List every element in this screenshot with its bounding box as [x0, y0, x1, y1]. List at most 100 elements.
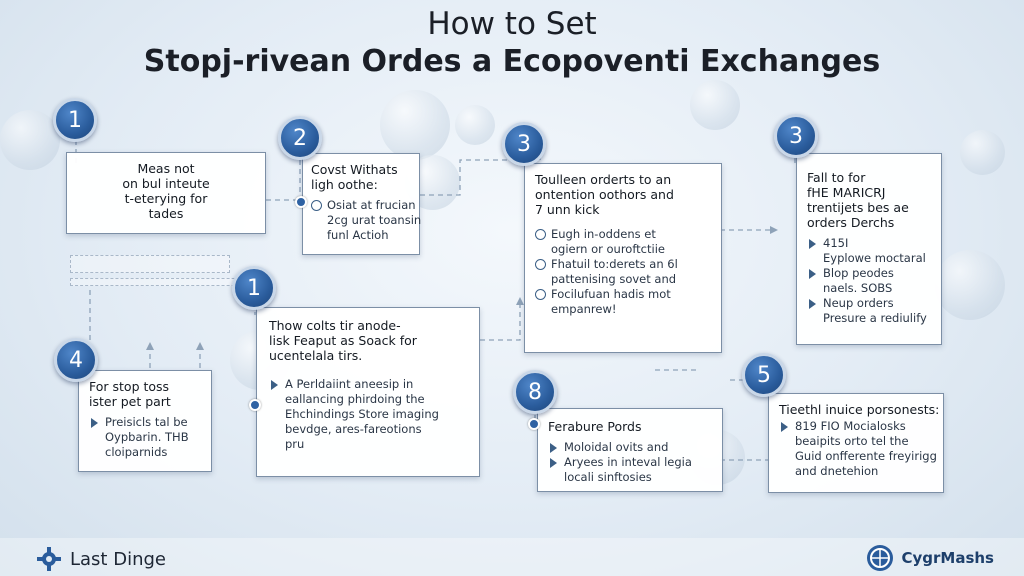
- gear-logo-icon: [37, 547, 61, 571]
- footer-bar: [0, 538, 1024, 576]
- heading-line: ligh oothe:: [311, 177, 378, 192]
- background-bubble: [455, 105, 495, 145]
- heading-line: Tieethl inuice porsonests:: [779, 402, 940, 417]
- bullet-item: Guid onfferente freyirigg: [795, 449, 937, 463]
- step-card-7: Ferabure Pords Moloidal ovits and Aryees…: [537, 408, 723, 492]
- bullet-item: Ehchindings Store imaging: [285, 407, 439, 421]
- step-badge: 4: [54, 338, 98, 382]
- bullet-item: pattenising sovet and: [551, 272, 677, 286]
- bullet-item: beaipits orto tel the: [795, 434, 909, 448]
- card-heading: Tieethl inuice porsonests:: [779, 402, 940, 417]
- bullet-item: locali sinftosies: [564, 470, 652, 484]
- heading-line: trentijets bes ae: [807, 200, 909, 215]
- right-logo-text: CygrMashs: [901, 549, 994, 567]
- bullet-item: naels. SOBS: [823, 281, 893, 295]
- step-card-1: Meas not on bul inteute t-eterying for t…: [66, 152, 266, 234]
- bullet-item: Eugh in-oddens et: [535, 227, 711, 242]
- heading-line: Toulleen orderts to an: [535, 172, 672, 187]
- title-line-1: How to Set: [427, 6, 597, 42]
- circle-bullet-icon: [535, 259, 546, 270]
- bullet-item: A Perldaiint aneesip in: [269, 377, 467, 392]
- background-bubble: [0, 110, 60, 170]
- step-badge: 1: [53, 98, 97, 142]
- bullet-item: bevdge, ares-fareotions: [285, 422, 422, 436]
- connector-dot: [528, 418, 540, 430]
- step-card-5: Thow colts tir anode- lisk Feaput as Soa…: [256, 307, 480, 477]
- bullet-item: cloiparnids: [105, 445, 168, 459]
- bullet-item: and dnetehion: [795, 464, 879, 478]
- triangle-bullet-icon: [809, 239, 816, 249]
- background-bubble: [380, 90, 450, 160]
- card-heading: Toulleen orderts to an ontention oothors…: [535, 172, 711, 217]
- heading-line: t-eterying for: [124, 191, 208, 206]
- bullet-item: 2cg urat toansin: [327, 213, 422, 227]
- circle-bullet-icon: [535, 229, 546, 240]
- bullet-item: empanrew!: [551, 302, 617, 316]
- bullet-item: funl Actioh: [327, 228, 389, 242]
- card-heading: Thow colts tir anode- lisk Feaput as Soa…: [269, 318, 467, 363]
- heading-line: For stop toss: [89, 379, 170, 394]
- heading-line: fHE MARICRJ: [807, 185, 886, 200]
- bullet-item: Preisicls tal be: [89, 415, 201, 430]
- triangle-bullet-icon: [550, 458, 557, 468]
- step-badge: 5: [742, 353, 786, 397]
- heading-line: ontention oothors and: [535, 187, 674, 202]
- card-heading: Meas not on bul inteute t-eterying for t…: [77, 161, 255, 221]
- step-card-4: Fall to for fHE MARICRJ trentijets bes a…: [796, 153, 942, 345]
- heading-line: on bul inteute: [122, 176, 210, 191]
- background-bubble: [960, 130, 1005, 175]
- bullet-item: Eyplowe moctaral: [823, 251, 926, 265]
- circle-bullet-icon: [311, 200, 322, 211]
- heading-line: orders Derchs: [807, 215, 895, 230]
- placeholder-bar: [70, 255, 230, 273]
- bullet-item: Fhatuil to:derets an 6l: [535, 257, 711, 272]
- bullet-item: pru: [285, 437, 305, 451]
- triangle-bullet-icon: [550, 443, 557, 453]
- heading-line: ucentelala tirs.: [269, 348, 363, 363]
- triangle-bullet-icon: [91, 418, 98, 428]
- title-line-2: Stopj-rivean Ordes a Ecopoventi Exchange…: [143, 44, 881, 79]
- bullet-item: 819 FIO Mocialosks: [779, 419, 933, 434]
- bullet-item: ogiern or ouroftctiie: [551, 242, 665, 256]
- step-badge: 1: [232, 266, 276, 310]
- bullet-item: eallancing phirdoing the: [285, 392, 425, 406]
- connector-dot: [249, 399, 261, 411]
- globe-logo-icon: [867, 545, 894, 571]
- card-heading: Fall to for fHE MARICRJ trentijets bes a…: [807, 170, 931, 230]
- step-card-6: For stop toss ister pet part Preisicls t…: [78, 370, 212, 472]
- step-card-3: Toulleen orderts to an ontention oothors…: [524, 163, 722, 353]
- heading-line: Thow colts tir anode-: [269, 318, 401, 333]
- step-badge: 2: [278, 116, 322, 160]
- triangle-bullet-icon: [271, 380, 278, 390]
- bullet-item: Osiat at frucian: [311, 198, 416, 213]
- heading-line: tades: [148, 206, 184, 221]
- step-badge: 8: [513, 370, 557, 414]
- step-card-8: Tieethl inuice porsonests: 819 FIO Mocia…: [768, 393, 944, 493]
- triangle-bullet-icon: [809, 269, 816, 279]
- bullet-item: Oypbarin. THB: [105, 430, 189, 444]
- heading-line: Ferabure Pords: [548, 419, 642, 434]
- bullet-item: Focilufuan hadis mot: [535, 287, 711, 302]
- bullet-item: Aryees in inteval legia: [548, 455, 712, 470]
- heading-line: Fall to for: [807, 170, 866, 185]
- step-badge: 3: [774, 114, 818, 158]
- card-heading: Covst Withats ligh oothe:: [311, 162, 411, 192]
- step-card-2: Covst Withats ligh oothe: Osiat at fruci…: [302, 153, 422, 255]
- bullet-item: Presure a rediulify: [823, 311, 927, 325]
- circle-bullet-icon: [535, 289, 546, 300]
- left-logo: Last Dinge: [36, 546, 166, 572]
- step-badge: 3: [502, 122, 546, 166]
- bullet-item: Moloidal ovits and: [548, 440, 712, 455]
- bullet-item: Blop peodes: [807, 266, 931, 281]
- bullet-item: 415I: [807, 236, 931, 251]
- triangle-bullet-icon: [809, 299, 816, 309]
- bullet-item: Neup orders: [807, 296, 931, 311]
- right-logo: CygrMashs: [865, 543, 994, 573]
- heading-line: lisk Feaput as Soack for: [269, 333, 417, 348]
- background-bubble: [690, 80, 740, 130]
- left-logo-text: Last Dinge: [70, 548, 166, 570]
- background-bubble: [935, 250, 1005, 320]
- heading-line: Meas not: [137, 161, 195, 176]
- card-heading: For stop toss ister pet part: [89, 379, 201, 409]
- heading-line: ister pet part: [89, 394, 171, 409]
